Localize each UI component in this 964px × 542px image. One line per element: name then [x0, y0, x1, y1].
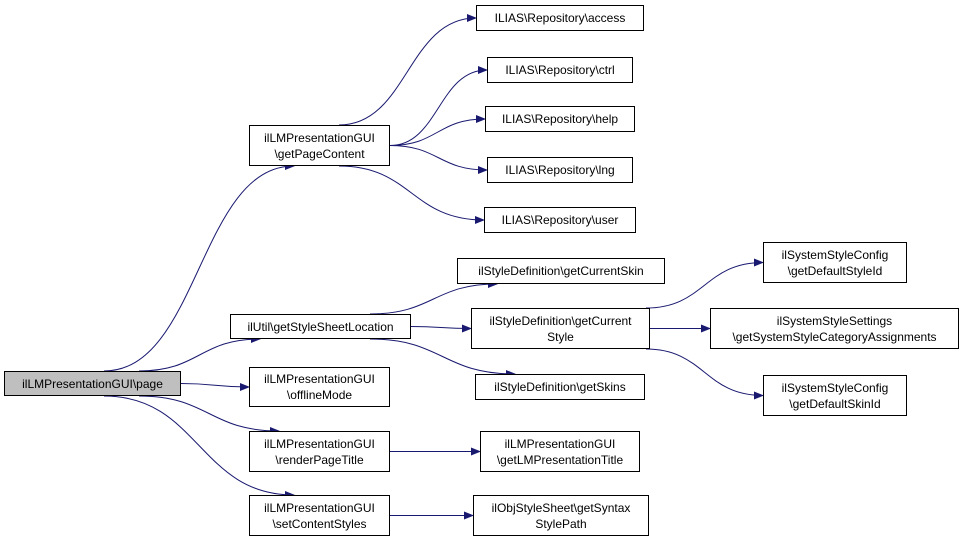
node-label-line: \getSystemStyleCategoryAssignments	[732, 329, 937, 344]
node-lng[interactable]: ILIAS\Repository\lng	[487, 157, 633, 183]
node-get-l-m-presentation-title[interactable]: ilLMPresentationGUI\getLMPresentationTit…	[480, 431, 640, 472]
node-offline-mode[interactable]: ilLMPresentationGUI \offlineMode	[249, 367, 390, 407]
edge-getCurrentStyle-to-getDefaultSkinId	[645, 348, 764, 400]
node-label-line: ILIAS\Repository\lng	[505, 163, 615, 177]
node-label-line: \getLMPresentationTitle	[496, 452, 624, 467]
node-get-default-style-id[interactable]: ilSystemStyleConfig\getDefaultStyleId	[763, 242, 907, 283]
node-get-skins[interactable]: ilStyleDefinition\getSkins	[475, 374, 645, 400]
edge-getCurrentStyle-to-getDefaultStyleId	[645, 258, 764, 309]
node-label-line: ilObjStyleSheet\getSyntax	[491, 500, 631, 515]
node-label-line: ilLMPresentationGUI	[264, 130, 375, 145]
node-label-line: ilStyleDefinition\getSkins	[494, 380, 626, 394]
node-label-line: ILIAS\Repository\help	[501, 112, 619, 126]
node-label-line: ilUtil\getStyleSheetLocation	[247, 319, 394, 334]
edge-getPageContent-to-access	[338, 14, 477, 126]
node-label-line: Style	[547, 329, 574, 344]
node-label-line: \offlineMode	[286, 388, 353, 402]
node-label-line: \renderPageTitle	[275, 452, 364, 467]
edge-page-to-renderPageTitle	[138, 395, 280, 435]
node-label-line: ILIAS\Repository\ctrl	[505, 63, 615, 77]
node-label-line: ilSystemStyleConfig	[781, 380, 889, 395]
edge-getStyleSheetLocation-to-getCurrentSkin	[369, 280, 498, 315]
node-label-line: ilSystemStyleConfig	[781, 247, 889, 262]
node-get-default-skin-id[interactable]: ilSystemStyleConfig\getDefaultSkinId	[763, 375, 907, 416]
node-get-page-content[interactable]: ilLMPresentationGUI\getPageContent	[249, 125, 390, 166]
edge-getStyleSheetLocation-to-getSkins	[369, 338, 516, 378]
node-user[interactable]: ILIAS\Repository\user	[484, 207, 636, 233]
node-label-line: \getDefaultSkinId	[789, 396, 881, 411]
edge-getPageContent-to-ctrl	[389, 66, 488, 146]
node-render-page-title[interactable]: ilLMPresentationGUI\renderPageTitle	[249, 431, 390, 472]
edge-getPageContent-to-user	[338, 165, 485, 224]
node-label-line: ilLMPresentationGUI	[264, 500, 375, 515]
node-ctrl[interactable]: ILIAS\Repository\ctrl	[487, 57, 633, 83]
node-label-line: StylePath	[535, 516, 587, 531]
node-label-line: \getDefaultStyleId	[787, 263, 883, 278]
node-label-line: \getPageContent	[274, 146, 365, 161]
node-access[interactable]: ILIAS\Repository\access	[476, 5, 644, 31]
node-page: ilLMPresentationGUI\page	[4, 371, 181, 396]
edge-getPageContent-to-lng	[389, 145, 488, 174]
node-label-line: ilLMPresentationGUI	[504, 436, 616, 451]
node-label-line: ilLMPresentationGUI	[264, 436, 375, 451]
node-set-content-styles[interactable]: ilLMPresentationGUI\setContentStyles	[249, 495, 390, 536]
edge-page-to-setContentStyles	[103, 395, 295, 499]
node-label-line: ilLMPresentationGUI\page	[22, 376, 163, 391]
edge-page-to-getPageContent	[103, 162, 295, 372]
node-get-style-sheet-location[interactable]: ilUtil\getStyleSheetLocation	[230, 314, 411, 339]
edge-getStyleSheetLocation-to-getCurrentStyle	[410, 324, 472, 333]
node-get-system-style-category-assignments[interactable]: ilSystemStyleSettings\getSystemStyleCate…	[710, 308, 959, 349]
node-label-line: ILIAS\Repository\user	[501, 213, 619, 227]
edge-page-to-offlineMode	[180, 382, 250, 391]
node-label-line: ilStyleDefinition\getCurrent	[489, 313, 632, 328]
node-label-line: \setContentStyles	[272, 516, 367, 531]
node-help[interactable]: ILIAS\Repository\help	[485, 106, 635, 132]
node-label-line: ilSystemStyleSettings	[776, 313, 893, 328]
node-label-line: ilLMPresentationGUI	[264, 372, 375, 386]
node-label-line: ilStyleDefinition\getCurrentSkin	[478, 264, 644, 278]
edge-getPageContent-to-help	[389, 115, 486, 146]
node-label-line: ILIAS\Repository\access	[494, 11, 626, 25]
edge-page-to-getStyleSheetLocation	[138, 335, 261, 372]
node-get-current-skin[interactable]: ilStyleDefinition\getCurrentSkin	[457, 258, 665, 284]
